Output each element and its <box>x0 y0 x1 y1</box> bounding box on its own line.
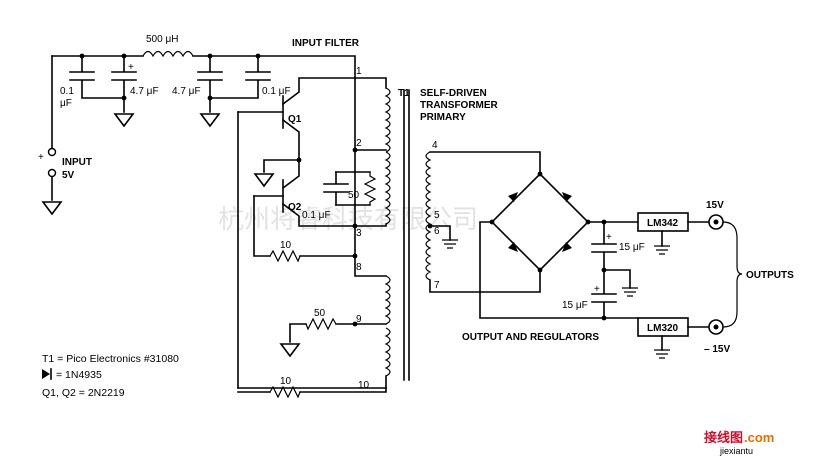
ground-symbol <box>41 201 63 216</box>
label-cap-0-1-a-bottom: μF <box>60 98 72 109</box>
svg-text:jiexiantu: jiexiantu <box>719 446 753 456</box>
diode <box>508 192 518 202</box>
svg-text:.com: .com <box>744 430 774 445</box>
input-filter <box>41 50 387 216</box>
pin-1: 1 <box>356 66 362 77</box>
outputs-brace <box>722 221 743 328</box>
label-plus-15b: + <box>594 284 600 295</box>
transistor-q1 <box>237 77 356 161</box>
diode <box>562 242 572 252</box>
label-q1: Q1 <box>288 114 302 125</box>
input-terminal <box>47 147 57 157</box>
diode <box>508 242 518 252</box>
label-cap-15-b: 15 μF <box>562 300 588 311</box>
label-q2: Q2 <box>288 202 302 213</box>
label-cap-15-a: 15 μF <box>619 242 645 253</box>
svg-text:接线图: 接线图 <box>704 430 743 445</box>
label-cap-0-1-b: 0.1 μF <box>262 86 291 97</box>
label-lm320: LM320 <box>647 323 679 334</box>
label-self-driven-1: SELF-DRIVEN <box>420 88 487 99</box>
label-plus-cap: + <box>128 62 134 73</box>
pin-7: 7 <box>434 280 440 291</box>
pin-2: 2 <box>356 138 362 149</box>
legend-diode: = 1N4935 <box>56 369 102 381</box>
pin-8: 8 <box>356 262 362 273</box>
site-logo: 接线图 .com jiexiantu <box>704 430 774 456</box>
resistor-10-b <box>269 385 301 399</box>
transistor-q2 <box>253 159 356 227</box>
label-res-10-b: 10 <box>280 376 292 387</box>
ground-symbol <box>113 113 135 128</box>
pin-6: 6 <box>434 226 440 237</box>
transformer-t1 <box>237 87 541 389</box>
label-output-regulators: OUTPUT AND REGULATORS <box>462 332 599 343</box>
legend-t1: T1 = Pico Electronics #31080 <box>42 353 179 365</box>
primary-tank <box>323 77 387 229</box>
label-cap-4-7-a: 4.7 μF <box>130 86 159 97</box>
label-outputs: OUTPUTS <box>746 270 794 281</box>
label-cap-0-1-a-top: 0.1 <box>60 86 74 97</box>
label-cap-tank: 0.1 μF <box>302 210 331 221</box>
label-lm342: LM342 <box>647 218 679 229</box>
label-res-50-tank: 50 <box>348 190 360 201</box>
label-input-plus: + <box>38 152 44 163</box>
pin-9: 9 <box>356 314 362 325</box>
label-15v: 15V <box>706 200 724 211</box>
resistor-10-a <box>269 249 301 263</box>
ground-symbol <box>199 113 221 128</box>
pin-10: 10 <box>358 380 370 391</box>
watermark: 杭州将睿科技有限公司 <box>218 205 478 235</box>
diode <box>562 192 572 202</box>
ground-terminal <box>47 168 57 178</box>
inductor-500uh <box>142 50 194 58</box>
label-input: INPUT <box>62 157 92 168</box>
resistor-50-b <box>305 317 337 331</box>
label-plus-15a: + <box>606 232 612 243</box>
label-self-driven-3: PRIMARY <box>420 112 466 123</box>
label-inductor: 500 μH <box>146 34 178 45</box>
label-self-driven-2: TRANSFORMER <box>420 100 499 111</box>
label-res-10-a: 10 <box>280 240 292 251</box>
ground-symbol <box>253 173 275 188</box>
bridge-rectifier <box>489 171 591 273</box>
pin-3: 3 <box>356 228 362 239</box>
label-neg-15v: – 15V <box>704 344 730 355</box>
label-input-5v: 5V <box>62 170 75 181</box>
label-cap-4-7-b: 4.7 μF <box>172 86 201 97</box>
label-t1: T1 <box>398 88 410 99</box>
pin-5: 5 <box>434 210 440 221</box>
label-input-filter: INPUT FILTER <box>292 38 360 49</box>
pin-4: 4 <box>432 140 438 151</box>
legend-q: Q1, Q2 = 2N2219 <box>42 387 125 399</box>
label-res-50-b: 50 <box>314 308 326 319</box>
ground-symbol <box>279 343 301 358</box>
